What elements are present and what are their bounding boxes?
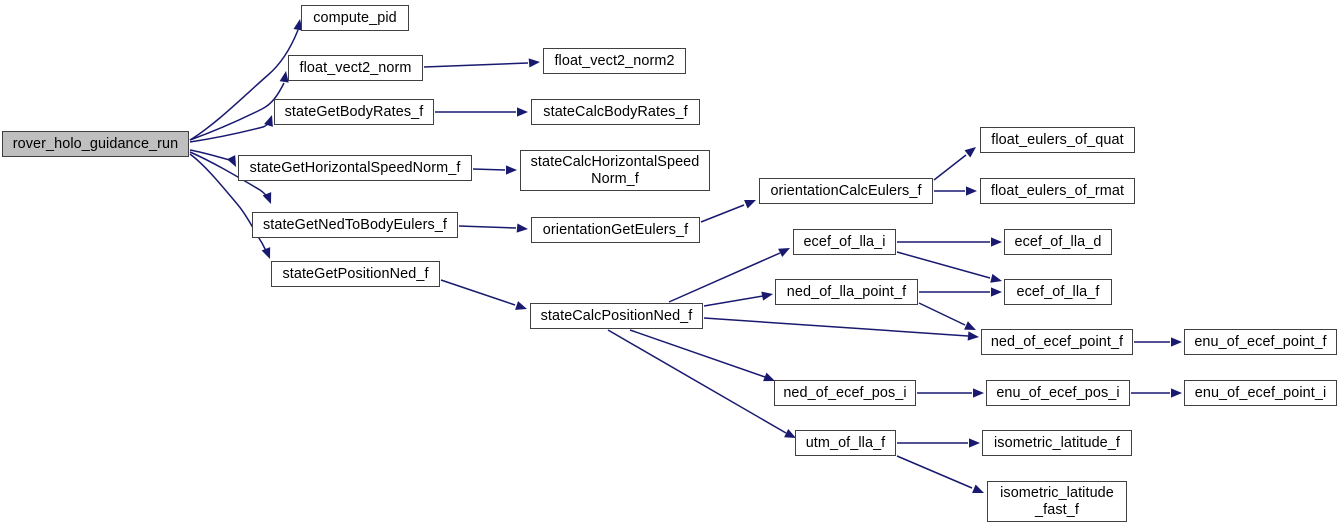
arrowhead-icon: [279, 71, 289, 83]
arrowhead-icon: [967, 331, 979, 341]
call-edge: [703, 317, 969, 337]
graph-node-ecef_of_lla_i[interactable]: ecef_of_lla_i: [793, 229, 896, 255]
call-edge: [668, 252, 781, 303]
arrowhead-icon: [262, 192, 272, 204]
graph-node-orientationGetEulers_f[interactable]: orientationGetEulers_f: [531, 217, 700, 243]
arrowhead-icon: [1171, 337, 1182, 347]
arrowhead-icon: [990, 273, 1002, 283]
graph-node-stateCalcHorizontalSpeedNorm_f[interactable]: stateCalcHorizontalSpeed Norm_f: [520, 150, 710, 191]
graph-node-float_eulers_of_quat[interactable]: float_eulers_of_quat: [980, 127, 1135, 153]
arrowhead-icon: [763, 372, 775, 382]
graph-node-utm_of_lla_f[interactable]: utm_of_lla_f: [795, 430, 896, 456]
graph-node-float_eulers_of_rmat[interactable]: float_eulers_of_rmat: [980, 178, 1135, 204]
graph-node-ned_of_ecef_pos_i[interactable]: ned_of_ecef_pos_i: [774, 380, 916, 406]
graph-node-stateGetBodyRates_f[interactable]: stateGetBodyRates_f: [274, 99, 434, 125]
arrowhead-icon: [991, 237, 1002, 247]
graph-node-stateGetNedToBodyEulers_f[interactable]: stateGetNedToBodyEulers_f: [252, 212, 458, 238]
graph-node-compute_pid[interactable]: compute_pid: [301, 5, 409, 31]
graph-node-enu_of_ecef_point_f[interactable]: enu_of_ecef_point_f: [1184, 329, 1337, 355]
arrowhead-icon: [517, 107, 528, 117]
call-edge: [472, 168, 506, 171]
arrowhead-icon: [226, 155, 236, 167]
call-edge: [607, 329, 787, 434]
arrowhead-icon: [1171, 388, 1182, 398]
arrowhead-icon: [966, 186, 977, 196]
call-edge: [189, 29, 299, 141]
arrowhead-icon: [515, 301, 527, 310]
call-edge: [629, 329, 766, 378]
graph-node-stateGetPositionNed_f[interactable]: stateGetPositionNed_f: [271, 261, 440, 287]
arrowhead-icon: [969, 438, 980, 448]
call-edge: [703, 295, 764, 307]
arrowhead-icon: [778, 248, 790, 258]
graph-node-stateCalcBodyRates_f[interactable]: stateCalcBodyRates_f: [531, 99, 700, 125]
arrowhead-icon: [761, 291, 773, 301]
call-edge: [440, 279, 516, 306]
arrowhead-icon: [293, 19, 303, 31]
graph-node-ecef_of_lla_d[interactable]: ecef_of_lla_d: [1004, 229, 1112, 255]
call-edge: [458, 225, 517, 229]
call-edge: [896, 251, 991, 279]
graph-node-stateCalcPositionNed_f[interactable]: stateCalcPositionNed_f: [530, 303, 703, 329]
call-edge: [189, 149, 235, 164]
graph-node-float_vect2_norm2[interactable]: float_vect2_norm2: [543, 48, 686, 74]
arrowhead-icon: [972, 484, 984, 494]
arrowhead-icon: [264, 115, 273, 127]
arrowhead-icon: [784, 428, 796, 438]
arrowhead-icon: [744, 199, 756, 209]
call-edge: [896, 455, 973, 489]
call-edge: [189, 82, 285, 141]
graph-node-stateGetHorizontalSpeedNorm_f[interactable]: stateGetHorizontalSpeedNorm_f: [238, 155, 472, 181]
arrowhead-icon: [964, 321, 976, 330]
graph-node-float_vect2_norm[interactable]: float_vect2_norm: [288, 55, 423, 81]
call-edge: [933, 154, 967, 181]
arrowhead-icon: [506, 165, 517, 175]
graph-node-ned_of_lla_point_f[interactable]: ned_of_lla_point_f: [775, 279, 918, 305]
graph-node-enu_of_ecef_pos_i[interactable]: enu_of_ecef_pos_i: [986, 380, 1130, 406]
graph-node-isometric_latitude_f[interactable]: isometric_latitude_f: [982, 430, 1132, 456]
call-edge: [918, 302, 966, 326]
graph-node-rover_holo_guidance_run[interactable]: rover_holo_guidance_run: [2, 131, 189, 157]
arrowhead-icon: [261, 247, 271, 259]
call-edge: [423, 62, 529, 68]
arrowhead-icon: [964, 147, 976, 158]
call-edge: [700, 204, 745, 223]
arrowhead-icon: [528, 58, 540, 68]
graph-node-orientationCalcEulers_f[interactable]: orientationCalcEulers_f: [759, 178, 933, 204]
arrowhead-icon: [991, 287, 1002, 297]
arrowhead-icon: [516, 223, 528, 233]
call-edge: [189, 153, 269, 255]
graph-node-isometric_latitude_fast_f[interactable]: isometric_latitude _fast_f: [987, 481, 1127, 522]
graph-node-enu_of_ecef_point_i[interactable]: enu_of_ecef_point_i: [1184, 380, 1337, 406]
graph-node-ned_of_ecef_point_f[interactable]: ned_of_ecef_point_f: [981, 329, 1133, 355]
arrowhead-icon: [973, 388, 984, 398]
graph-node-ecef_of_lla_f[interactable]: ecef_of_lla_f: [1004, 279, 1112, 305]
